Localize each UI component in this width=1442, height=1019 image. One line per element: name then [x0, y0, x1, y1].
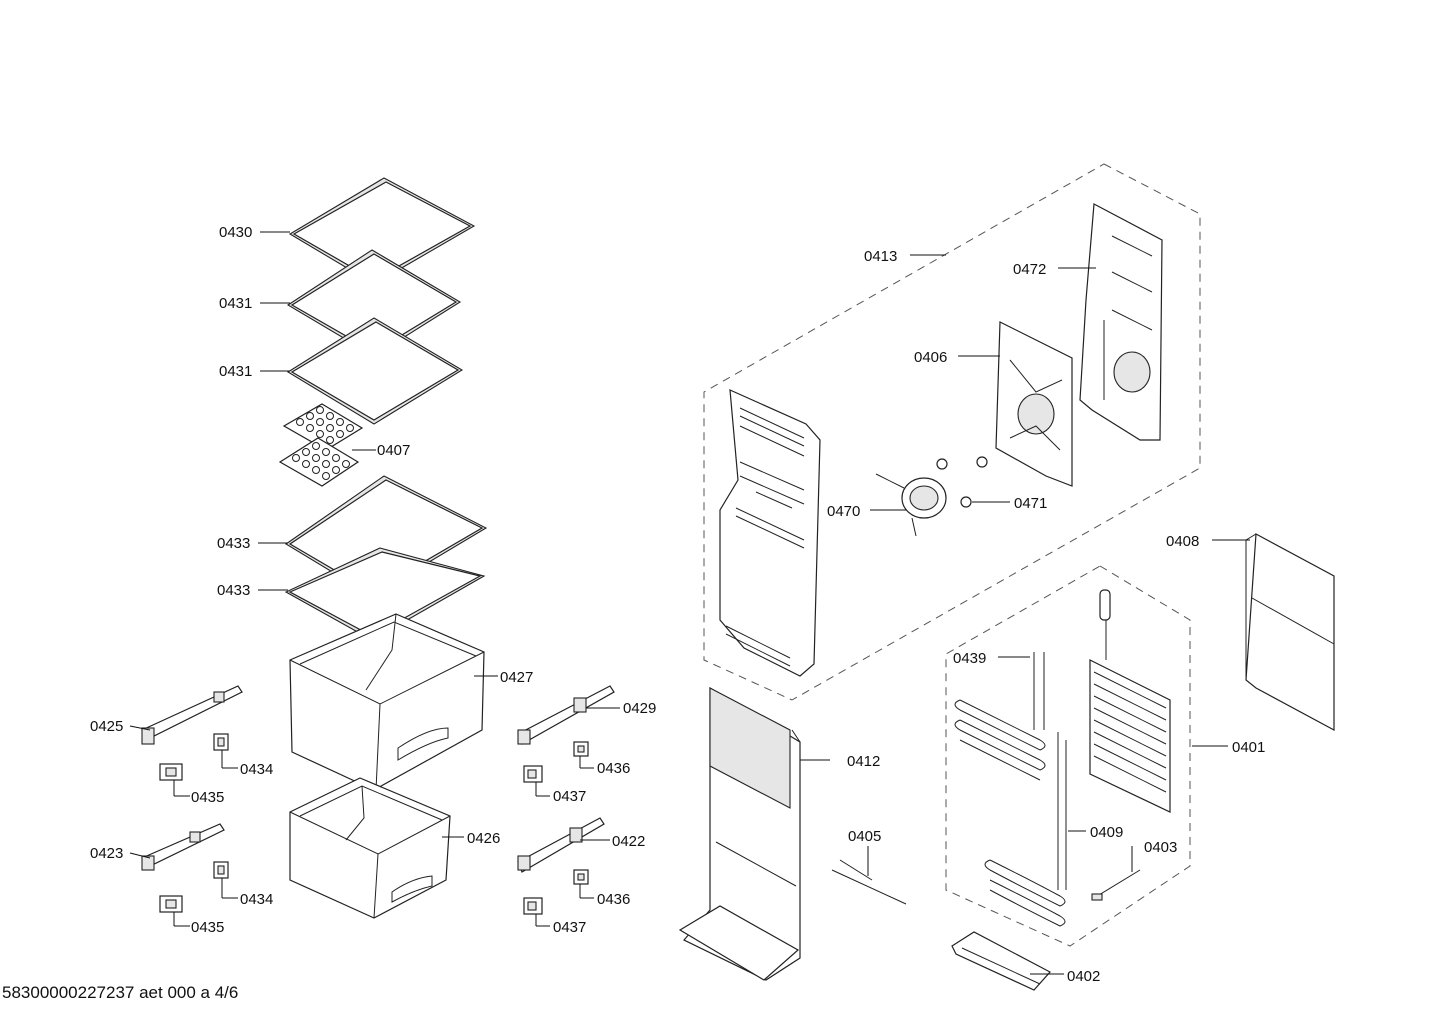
duct-cover-front	[719, 389, 821, 677]
label-0433-lower: 0433	[217, 582, 250, 599]
drawer-0426	[289, 777, 451, 919]
leader-lines	[129, 231, 1250, 975]
label-0433-upper: 0433	[217, 535, 250, 552]
label-0403: 0403	[1144, 839, 1177, 856]
label-0427: 0427	[500, 669, 533, 686]
clip-0434-upper	[213, 733, 229, 751]
label-0401: 0401	[1232, 739, 1265, 756]
clip-0437-upper	[523, 765, 543, 783]
shelf-0431-lower	[286, 317, 464, 425]
rear-duct-0472	[1079, 203, 1163, 441]
fan-bracket-0406	[995, 321, 1073, 487]
shelf-0430	[288, 177, 476, 285]
clip-0436-lower	[573, 869, 589, 885]
label-0422: 0422	[612, 833, 645, 850]
label-0435-lower: 0435	[191, 919, 224, 936]
label-0437-upper: 0437	[553, 788, 586, 805]
label-0405: 0405	[848, 828, 881, 845]
back-panel-0412	[678, 686, 801, 981]
label-0408: 0408	[1166, 533, 1199, 550]
clip-0436-upper	[573, 741, 589, 757]
shelf-0433-lower	[284, 547, 486, 641]
label-0431-lower: 0431	[219, 363, 252, 380]
rail-0422	[517, 817, 605, 873]
label-0437-lower: 0437	[553, 919, 586, 936]
insulation-0408	[1245, 533, 1335, 732]
label-0434-upper: 0434	[240, 761, 273, 778]
label-0436-upper: 0436	[597, 760, 630, 777]
label-0430: 0430	[219, 224, 252, 241]
label-0402: 0402	[1067, 968, 1100, 985]
label-0426: 0426	[467, 830, 500, 847]
drain-tray-0402	[951, 931, 1051, 991]
rail-0425	[141, 685, 243, 745]
label-0472: 0472	[1013, 261, 1046, 278]
cable-0405	[831, 859, 907, 905]
label-0413: 0413	[864, 248, 897, 265]
evaporator-0401	[1089, 589, 1171, 813]
heater-0439	[954, 652, 1046, 781]
heater-0409	[984, 732, 1067, 927]
label-0406: 0406	[914, 349, 947, 366]
label-0425: 0425	[90, 718, 123, 735]
sensor-0403	[1091, 869, 1141, 901]
group-0413-outline	[703, 163, 1201, 701]
rail-0429	[517, 685, 615, 745]
drawer-0427	[289, 613, 485, 791]
fan-motor-0470	[875, 473, 947, 537]
grommet-0471	[936, 456, 988, 508]
label-0436-lower: 0436	[597, 891, 630, 908]
label-0434-lower: 0434	[240, 891, 273, 908]
rail-0423	[141, 823, 225, 871]
label-0409: 0409	[1090, 824, 1123, 841]
label-0471: 0471	[1014, 495, 1047, 512]
clip-0434-lower	[213, 861, 229, 879]
label-0407: 0407	[377, 442, 410, 459]
group-0401-outline	[945, 565, 1191, 947]
label-0435-upper: 0435	[191, 789, 224, 806]
label-0412: 0412	[847, 753, 880, 770]
label-0470: 0470	[827, 503, 860, 520]
document-footer: 58300000227237 aet 000 a 4/6	[2, 983, 238, 1002]
label-0429: 0429	[623, 700, 656, 717]
label-0423: 0423	[90, 845, 123, 862]
clip-0435-upper	[159, 763, 183, 781]
label-0431-upper: 0431	[219, 295, 252, 312]
egg-tray-0407	[278, 403, 364, 487]
label-0439: 0439	[953, 650, 986, 667]
clip-0435-lower	[159, 895, 183, 913]
clip-0437-lower	[523, 897, 543, 915]
